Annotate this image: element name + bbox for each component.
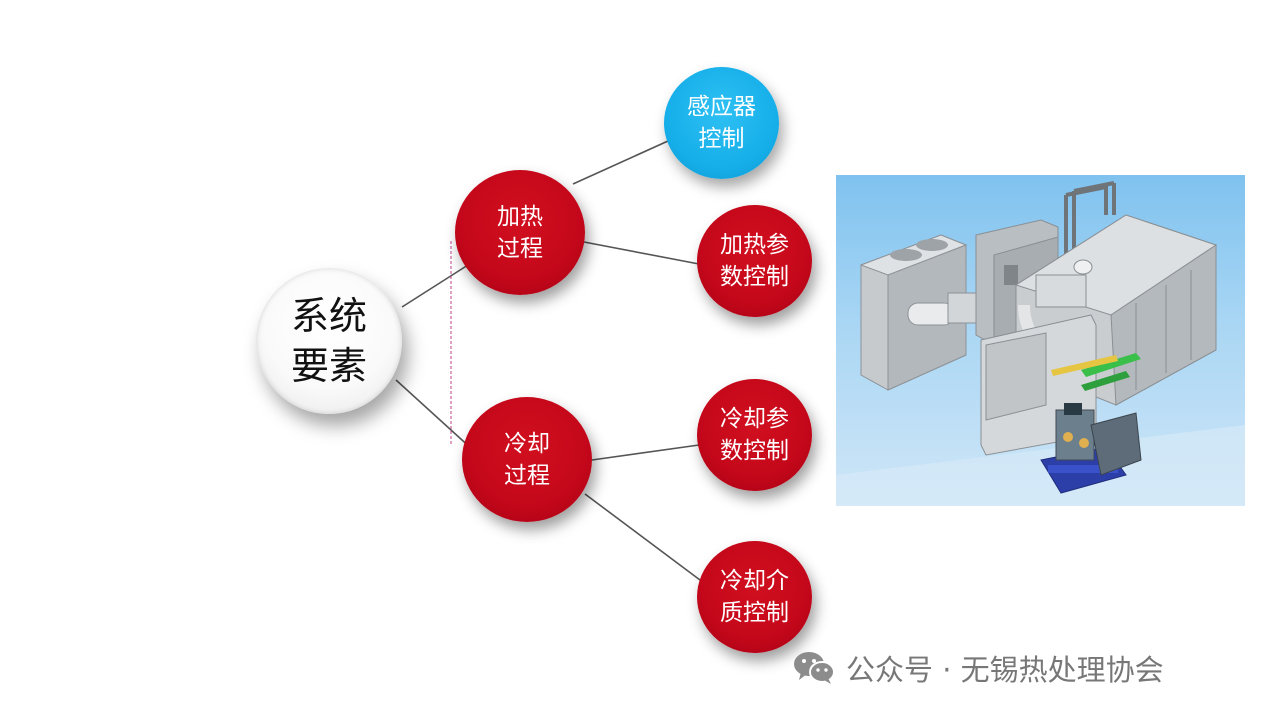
heating-line-1: 加热 xyxy=(497,203,543,230)
root-node-system-elements: 系统 要素 xyxy=(256,268,402,414)
cooling-line-1: 冷却 xyxy=(504,430,550,457)
medium-line-2: 质控制 xyxy=(720,600,789,626)
heating-line-2: 过程 xyxy=(497,235,543,262)
node-sensor-control: 感应器 控制 xyxy=(664,67,779,179)
hparam-line-2: 数控制 xyxy=(720,264,789,290)
connector-root-cooling xyxy=(395,379,474,451)
watermark-text: 公众号 · 无锡热处理协会 xyxy=(846,653,1164,687)
node-cooling-parameter-control: 冷却参 数控制 xyxy=(697,379,812,491)
connector-cooling-params xyxy=(591,444,700,461)
root-line-1: 系统 xyxy=(290,294,367,338)
cparam-line-1: 冷却参 xyxy=(720,406,789,432)
root-line-2: 要素 xyxy=(290,344,367,388)
cparam-line-2: 数控制 xyxy=(720,438,789,464)
node-cooling-medium-control: 冷却介 质控制 xyxy=(697,541,812,653)
sensor-line-2: 控制 xyxy=(698,126,745,152)
heat-treatment-machine-image xyxy=(836,175,1245,506)
sensor-line-1: 感应器 xyxy=(687,94,756,120)
connector-root-heating xyxy=(401,264,469,308)
connector-heating-params xyxy=(583,241,700,265)
node-heating-parameter-control: 加热参 数控制 xyxy=(697,205,812,317)
wechat-icon xyxy=(792,650,836,686)
cooling-line-2: 过程 xyxy=(504,462,550,489)
node-cooling-process: 冷却 过程 xyxy=(462,397,592,522)
hparam-line-1: 加热参 xyxy=(720,232,789,258)
node-heating-process: 加热 过程 xyxy=(455,170,585,295)
connector-heating-sensor xyxy=(572,140,669,185)
medium-line-1: 冷却介 xyxy=(720,568,789,594)
watermark: 公众号 · 无锡热处理协会 xyxy=(792,648,1164,688)
connector-cooling-medium xyxy=(584,493,705,584)
